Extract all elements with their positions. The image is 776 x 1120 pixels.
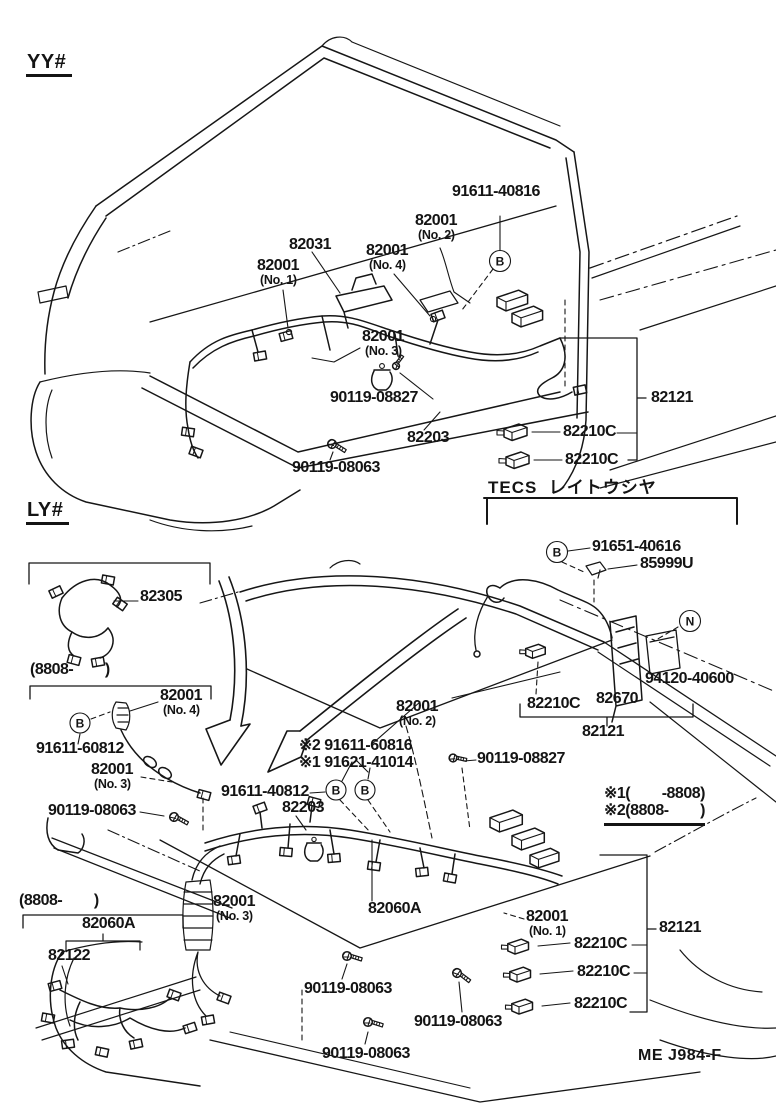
callout-82060a: 82060A bbox=[368, 900, 422, 917]
callout-91611-60812: 91611-60812 bbox=[36, 740, 124, 757]
circled-markers: B B N B B B bbox=[76, 255, 695, 798]
callout-90119-08063: 90119-08063 bbox=[292, 459, 380, 476]
yy-van-outline bbox=[31, 37, 776, 531]
callout-82210c: 82210C bbox=[527, 695, 581, 712]
doc-code: ME J984-F bbox=[638, 1047, 722, 1064]
tecs-detail bbox=[474, 498, 737, 726]
marker-b-icon: B bbox=[553, 546, 562, 560]
callout-82001-no4: 82001(No. 4) bbox=[160, 687, 203, 717]
date-range-8808: (8808- ) bbox=[19, 892, 99, 909]
callout-82001-no2: 82001(No. 2) bbox=[396, 698, 439, 728]
callout-82305: 82305 bbox=[140, 588, 183, 605]
callout-82001-no1: 82001(No. 1) bbox=[257, 257, 300, 287]
callout-note1-91621-41014: ※1 91621-41014 bbox=[299, 754, 414, 771]
date-range-8808: (8808- ) bbox=[30, 661, 110, 678]
callout-82210c: 82210C bbox=[577, 963, 631, 980]
callout-90119-08063: 90119-08063 bbox=[48, 802, 136, 819]
ly-leaders bbox=[23, 672, 756, 1044]
callout-82210c: 82210C bbox=[565, 451, 619, 468]
callout-85999u: 85999U bbox=[640, 555, 694, 572]
yy-harness bbox=[180, 274, 588, 470]
callout-82121: 82121 bbox=[651, 389, 694, 406]
marker-b-icon: B bbox=[361, 784, 370, 798]
callout-90119-08827: 90119-08827 bbox=[477, 750, 565, 767]
ly-van-outline bbox=[50, 561, 776, 1102]
marker-b-icon: B bbox=[76, 717, 85, 731]
marker-b-icon: B bbox=[332, 784, 341, 798]
yy-leaders bbox=[283, 216, 646, 460]
callout-82060a: 82060A bbox=[82, 915, 136, 932]
callout-82001-no3: 82001(No. 3) bbox=[91, 761, 134, 791]
callout-82203: 82203 bbox=[282, 799, 325, 816]
callout-82001-no2: 82001(No. 2) bbox=[415, 212, 458, 242]
callout-90119-08827: 90119-08827 bbox=[330, 389, 418, 406]
ly-arrows bbox=[206, 577, 466, 772]
callout-90119-08063: 90119-08063 bbox=[322, 1045, 410, 1062]
tecs-header: TECS レイトウシヤ bbox=[488, 478, 657, 497]
callout-91611-40816: 91611-40816 bbox=[452, 183, 540, 200]
callout-82001-no3: 82001(No. 3) bbox=[362, 328, 405, 358]
callout-90119-08063: 90119-08063 bbox=[304, 980, 392, 997]
callout-94120-40600: 94120-40600 bbox=[645, 670, 734, 687]
section-tag-yy: YY# bbox=[26, 51, 73, 77]
asterisk-notes: ※1( -8808)※2(8808- ) bbox=[604, 785, 705, 826]
callout-82031: 82031 bbox=[289, 236, 332, 253]
ly-left-details bbox=[30, 686, 232, 918]
ly-harness bbox=[183, 752, 562, 1028]
callout-82210c: 82210C bbox=[563, 423, 617, 440]
marker-n-icon: N bbox=[686, 615, 695, 629]
callout-90119-08063: 90119-08063 bbox=[414, 1013, 502, 1030]
callout-82122: 82122 bbox=[48, 947, 91, 964]
callout-82121: 82121 bbox=[659, 919, 702, 936]
callout-82210c: 82210C bbox=[574, 935, 628, 952]
callout-82203: 82203 bbox=[407, 429, 450, 446]
marker-b-icon: B bbox=[496, 255, 505, 269]
callout-82121: 82121 bbox=[582, 723, 625, 740]
ly-8808-harness bbox=[36, 977, 200, 1058]
callout-note2-91611-60816: ※2 91611-60816 bbox=[299, 737, 413, 754]
callout-82670: 82670 bbox=[596, 690, 639, 707]
callout-91611-40812: 91611-40812 bbox=[221, 783, 309, 800]
ly-82305-detail bbox=[29, 563, 210, 668]
callout-82210c: 82210C bbox=[574, 995, 628, 1012]
callout-82001-no4: 82001(No. 4) bbox=[366, 242, 409, 272]
callout-91651-40616: 91651-40616 bbox=[592, 538, 681, 555]
callout-82001-no1: 82001(No. 1) bbox=[526, 908, 569, 938]
callout-82001-no3: 82001(No. 3) bbox=[213, 893, 256, 923]
section-tag-ly: LY# bbox=[26, 499, 70, 525]
